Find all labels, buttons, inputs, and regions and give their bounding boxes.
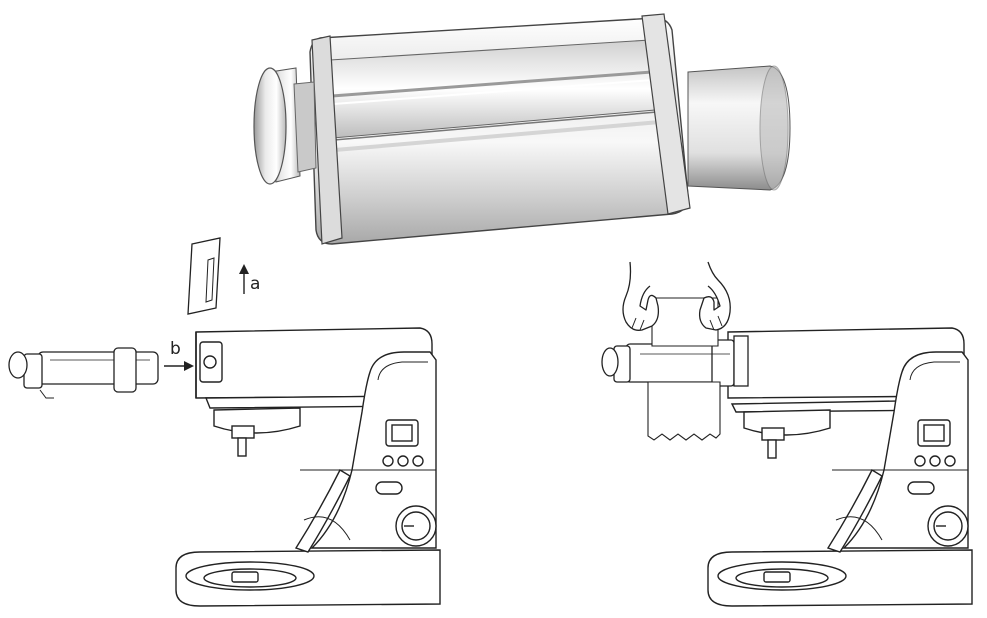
outlet-cover (187, 237, 221, 315)
arrow-a (239, 264, 249, 294)
end-plate-left (311, 35, 343, 245)
stand-mixer-right (707, 327, 973, 607)
hands-feeding-dough (622, 261, 731, 331)
label-b: b (170, 339, 181, 359)
pasta-roller-attachment-small (8, 347, 159, 399)
stand-mixer-left (175, 327, 441, 607)
end-plate-right (641, 13, 691, 215)
label-a: a (250, 274, 260, 294)
pasta-roller-attachment-large (253, 13, 791, 245)
thickness-knob (253, 67, 317, 185)
arrow-b (164, 361, 194, 371)
pasta-roller-attached (601, 335, 749, 387)
